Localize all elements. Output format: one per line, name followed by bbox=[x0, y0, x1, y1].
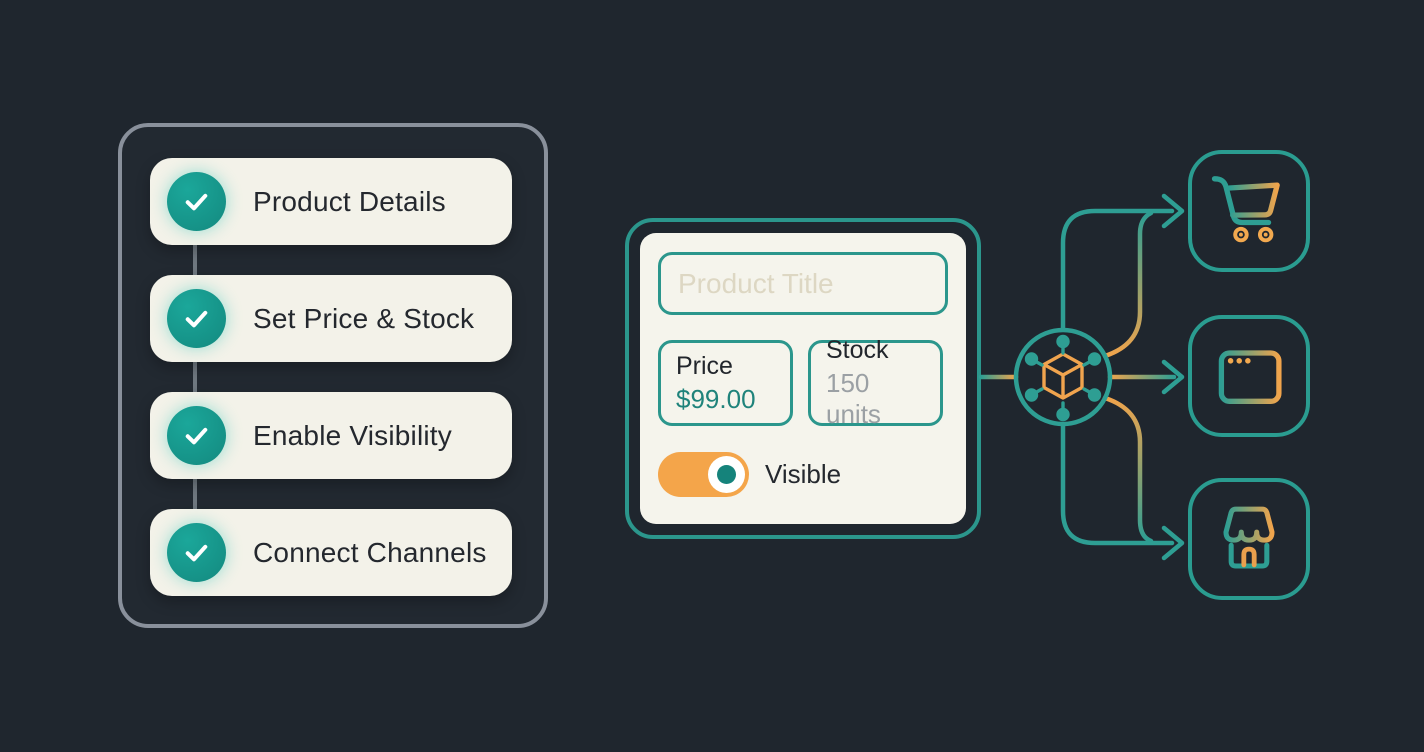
arrow-icon bbox=[1161, 525, 1185, 561]
arrow-icon bbox=[1161, 193, 1185, 229]
checklist-item-enable-visibility[interactable]: Enable Visibility bbox=[150, 392, 512, 479]
checklist-item-label: Set Price & Stock bbox=[253, 302, 475, 334]
stock-value: 150 units bbox=[826, 368, 881, 429]
checklist-item-label: Enable Visibility bbox=[253, 419, 452, 451]
arrow-icon bbox=[1161, 359, 1185, 395]
check-circle-icon bbox=[167, 289, 226, 348]
price-field[interactable]: Price $99.00 bbox=[658, 340, 793, 426]
checklist-panel bbox=[118, 123, 548, 628]
shopping-cart-icon bbox=[1211, 176, 1280, 243]
check-circle-icon bbox=[167, 406, 226, 465]
channel-tile-cart[interactable] bbox=[1188, 150, 1310, 272]
visibility-toggle[interactable] bbox=[658, 452, 749, 497]
connector-hub-to-store-inner bbox=[1102, 395, 1154, 544]
product-title-placeholder: Product Title bbox=[678, 267, 834, 299]
product-card-frame: Product Title Price $99.00 Stock 150 uni… bbox=[625, 218, 981, 539]
checklist-connector-line bbox=[193, 200, 197, 560]
stock-label: Stock bbox=[826, 336, 889, 364]
storefront-icon bbox=[1223, 506, 1275, 569]
price-value: $99.00 bbox=[676, 383, 756, 414]
visibility-row: Visible bbox=[658, 452, 948, 497]
checklist-item-product-details[interactable]: Product Details bbox=[150, 158, 512, 245]
channel-tile-store[interactable] bbox=[1188, 478, 1310, 600]
checklist-item-label: Connect Channels bbox=[253, 536, 487, 568]
checklist-item-connect-channels[interactable]: Connect Channels bbox=[150, 509, 512, 596]
checklist-item-label: Product Details bbox=[253, 185, 446, 217]
toggle-knob bbox=[708, 456, 745, 493]
browser-window-icon bbox=[1218, 350, 1282, 404]
visibility-toggle-label: Visible bbox=[765, 459, 842, 489]
distribution-cube-icon bbox=[1042, 352, 1084, 400]
connector-hub-to-cart bbox=[1060, 208, 1175, 332]
stock-field[interactable]: Stock 150 units bbox=[808, 336, 943, 429]
connector-hub-to-store bbox=[1060, 422, 1175, 546]
hub-circle bbox=[1013, 327, 1113, 427]
check-circle-icon bbox=[167, 172, 226, 231]
channel-tile-web[interactable] bbox=[1188, 315, 1310, 437]
hub-spokes bbox=[1024, 334, 1102, 422]
product-card: Product Title Price $99.00 Stock 150 uni… bbox=[640, 233, 966, 524]
price-label: Price bbox=[676, 351, 733, 380]
checklist-item-set-price-stock[interactable]: Set Price & Stock bbox=[150, 275, 512, 362]
check-circle-icon bbox=[167, 523, 226, 582]
price-stock-row: Price $99.00 Stock 150 units bbox=[658, 336, 948, 429]
hub-node[interactable] bbox=[1013, 327, 1113, 427]
toggle-knob-dot bbox=[717, 465, 736, 484]
connector-hub-to-cart-inner bbox=[1102, 210, 1154, 359]
product-title-input[interactable]: Product Title bbox=[658, 252, 948, 315]
